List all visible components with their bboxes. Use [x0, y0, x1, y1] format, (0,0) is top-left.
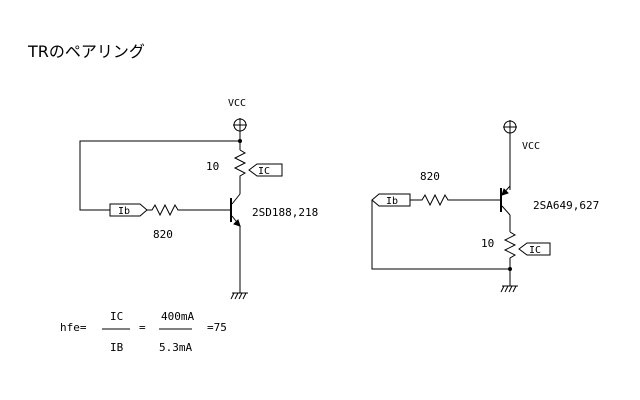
npn-collector-resistor-icon: [233, 149, 247, 194]
npn-vcc-label: VCC: [228, 98, 246, 109]
pnp-emitter-resistor-icon: [503, 231, 517, 286]
formula-denominator-1: IB: [110, 341, 124, 354]
npn-ic-tag-label: IC: [258, 166, 270, 177]
page-title: TRのペアリング: [28, 42, 145, 61]
formula-result: =75: [207, 321, 227, 334]
formula-numerator-2: 400mA: [161, 310, 194, 323]
npn-transistor-icon: [230, 193, 241, 227]
pnp-circuit: VCC 2SA649,627 Ib 820 10 IC: [371, 120, 599, 293]
npn-base-resistor-icon: [147, 203, 231, 217]
pnp-base-resistor-icon: [410, 193, 501, 207]
pnp-junction-dot: [508, 267, 512, 271]
pnp-transistor-icon: [500, 185, 511, 216]
pnp-transistor-label: 2SA649,627: [533, 199, 599, 212]
npn-ic-tag: IC: [248, 163, 283, 177]
pnp-ic-tag-label: IC: [529, 245, 541, 256]
formula-denominator-2: 5.3mA: [159, 341, 192, 354]
pnp-ic-tag: IC: [518, 242, 551, 256]
formula-equals: =: [139, 321, 146, 334]
npn-ground-icon: [230, 292, 248, 300]
formula-numerator-1: IC: [110, 310, 123, 323]
pnp-emitter-resistor-value: 10: [481, 237, 494, 250]
pnp-ib-tag-label: Ib: [386, 196, 398, 207]
npn-transistor-label: 2SD188,218: [252, 206, 318, 219]
pnp-wire-feedback-loop: [371, 200, 510, 270]
npn-collector-resistor-value: 10: [206, 160, 219, 173]
npn-vcc-terminal-icon: [233, 118, 247, 132]
pnp-vcc-label: VCC: [522, 141, 540, 152]
npn-junction-dot: [238, 139, 242, 143]
pnp-ib-tag: Ib: [371, 193, 411, 207]
hfe-formula: hfe= IC IB = 400mA 5.3mA =75: [60, 310, 227, 354]
npn-base-resistor-value: 820: [153, 228, 173, 241]
formula-lhs: hfe=: [60, 321, 87, 334]
pnp-ground-icon: [500, 285, 518, 293]
npn-ib-tag: Ib: [109, 203, 148, 217]
pnp-vcc-terminal-icon: [503, 120, 517, 134]
npn-ib-tag-label: Ib: [118, 206, 130, 217]
npn-wire-feedback-loop: [79, 140, 240, 211]
pnp-base-resistor-value: 820: [420, 170, 440, 183]
npn-circuit: VCC 10 IC Ib 820 2SD188,218: [79, 98, 318, 300]
